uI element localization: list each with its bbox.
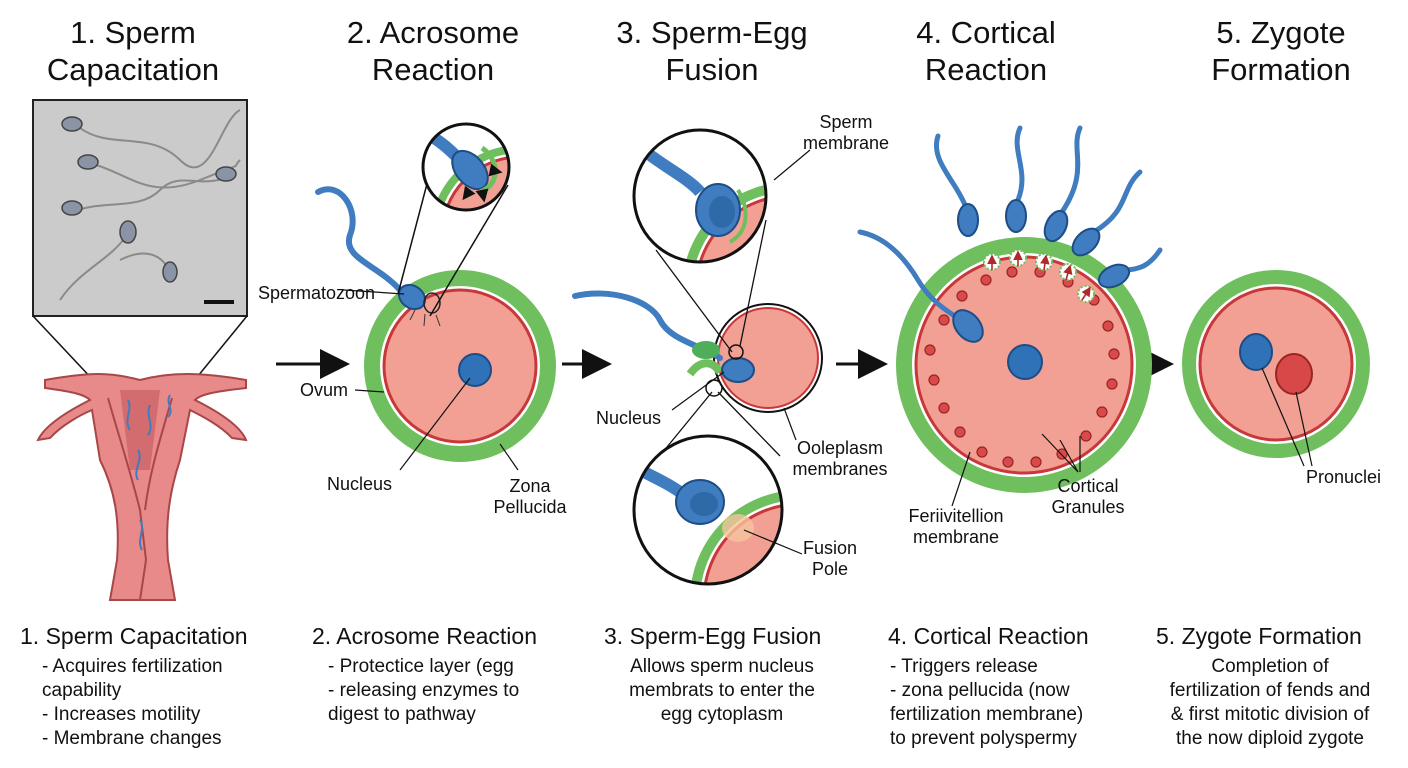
label-sperm-membrane: Sperm membrane [802, 112, 890, 153]
stage1-illustration [32, 99, 248, 601]
caption-title-2: 2. Acrosome Reaction [312, 623, 538, 649]
stage5-illustration [1182, 270, 1370, 467]
caption-text-3: Allows sperm nucleus membrats to enter t… [629, 656, 815, 725]
label-perivitelline-membrane: Feriivitellion membrane [908, 506, 1004, 547]
acrosome-zoom [423, 124, 509, 210]
caption-text-2: - Protectice layer (egg - releasing enzy… [328, 656, 520, 725]
label-pronuclei: Pronuclei [1306, 467, 1382, 487]
caption-title-3: 3. Sperm-Egg Fusion [604, 623, 822, 649]
micrograph-sperm-heads [61, 116, 237, 283]
cortical-granules [924, 266, 1120, 468]
label-spermatozoon: Spermatozoon [258, 283, 376, 303]
stage4-illustration [857, 125, 1163, 507]
label-fusion-pole: Fusion Pole [802, 538, 858, 579]
excluded-sperm [857, 125, 1163, 321]
stage2-illustration [315, 122, 556, 471]
scale-bar [204, 300, 234, 304]
caption-text-4: - Triggers release - zona pellucida (now… [890, 656, 1084, 749]
stage-title-1: 1. Sperm Capacitation [46, 15, 220, 87]
uterus [36, 373, 248, 601]
stage-title-4: 4. Cortical Reaction [916, 15, 1056, 87]
label-nucleus-2: Nucleus [327, 474, 393, 494]
label-cortical-granules: Cortical Granules [1051, 476, 1125, 517]
stage-title-3: 3. Sperm-Egg Fusion [616, 15, 808, 87]
label-ooleplasm: Ooleplasm membranes [792, 438, 888, 479]
label-nucleus-3: Nucleus [596, 408, 662, 428]
caption-text-1: - Acquires fertilization capability - In… [42, 656, 223, 749]
caption-text-5: Completion of fertilization of fends and… [1169, 656, 1371, 749]
ovum-nucleus [458, 353, 492, 387]
caption-title-1: 1. Sperm Capacitation [20, 623, 248, 649]
label-zona-pellucida: Zona Pellucida [493, 476, 567, 517]
female-pronucleus [1275, 353, 1313, 395]
caption-title-4: 4. Cortical Reaction [888, 623, 1089, 649]
stage-title-5: 5. Zygote Formation [1211, 15, 1351, 87]
stage-title-2: 2. Acrosome Reaction [346, 15, 520, 87]
male-pronucleus [1239, 333, 1273, 371]
stage3-illustration [572, 128, 823, 586]
caption-title-5: 5. Zygote Formation [1156, 623, 1362, 649]
label-ovum: Ovum [300, 380, 349, 400]
